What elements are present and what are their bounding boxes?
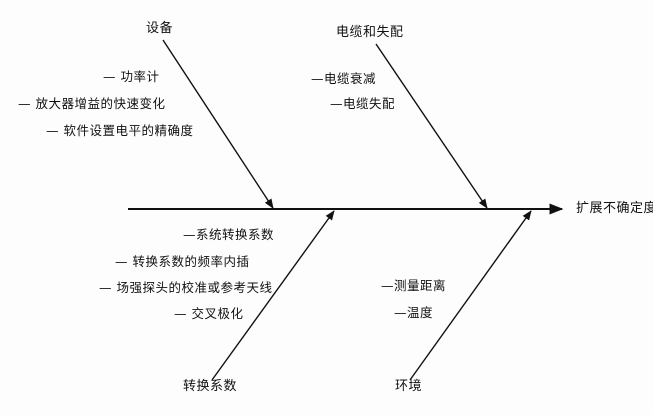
- cause-software-level: — 软件设置电平的精确度: [46, 123, 194, 138]
- cause-power-meter: — 功率计: [103, 69, 160, 84]
- category-environment-label: 环境: [395, 379, 423, 394]
- category-conversion-label: 转换系数: [183, 379, 238, 394]
- category-equipment-label: 设备: [146, 21, 174, 36]
- effect-label: 扩展不确定度: [576, 201, 653, 216]
- cause-cross-polarization: — 交叉极化: [174, 306, 244, 321]
- environment-branch-arrow: [409, 210, 532, 381]
- cause-measurement-distance: —测量距离: [381, 278, 447, 293]
- cause-probe-calibration: — 场强探头的校准或参考天线: [99, 280, 273, 295]
- conversion-branch-arrow: [211, 210, 335, 381]
- cable-branch-arrow: [375, 43, 488, 209]
- cause-temperature: —温度: [394, 305, 434, 320]
- cause-cable-attenuation: —电缆衰减: [311, 71, 377, 86]
- cause-cable-mismatch: —电缆失配: [330, 96, 396, 111]
- cause-system-conversion: —系统转换系数: [183, 227, 275, 242]
- equipment-branch-arrow: [162, 39, 274, 209]
- cause-amplifier-gain: — 放大器增益的快速变化: [18, 96, 166, 111]
- category-cable-label: 电缆和失配: [336, 25, 404, 40]
- cause-frequency-interpolation: — 转换系数的频率内插: [115, 254, 250, 269]
